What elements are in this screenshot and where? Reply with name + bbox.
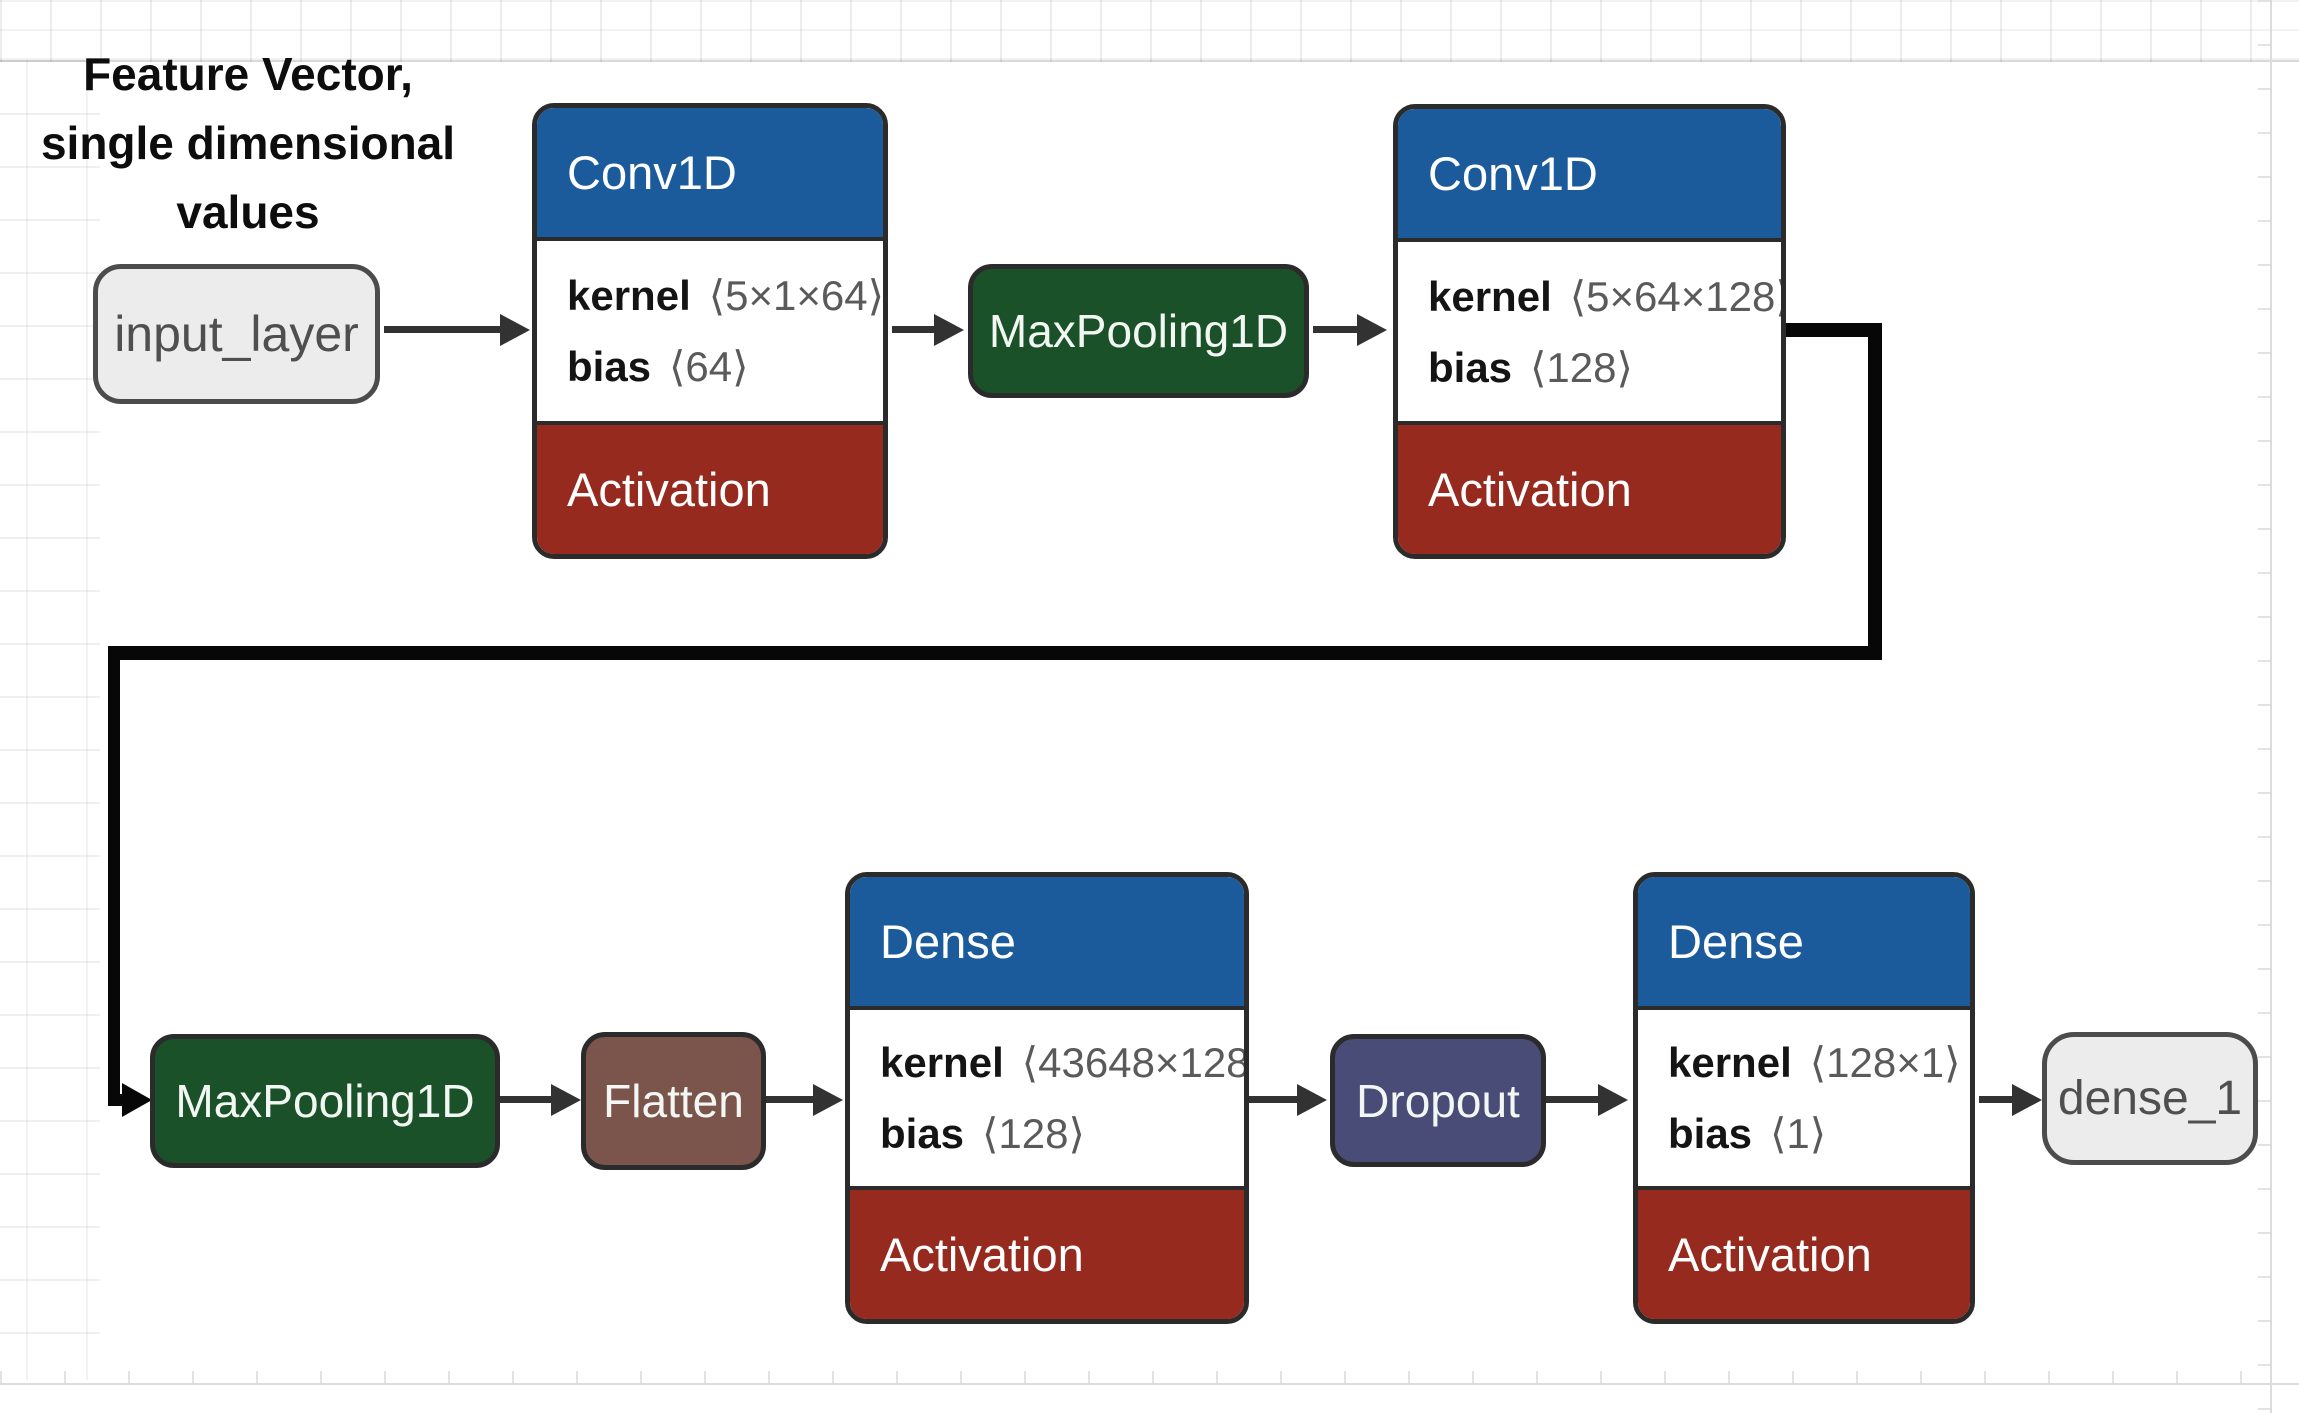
kernel-value: ⟨5×1×64⟩ (708, 272, 885, 319)
conv2-bias-param: bias ⟨128⟩ (1428, 343, 1781, 392)
arrow-conv1-to-maxpool1-head (934, 314, 964, 346)
connector-segment-across (108, 646, 1882, 660)
arrow-input-to-conv1-head (500, 314, 530, 346)
bias-value: ⟨64⟩ (669, 343, 749, 390)
flatten-label: Flatten (603, 1075, 744, 1127)
conv1-params: kernel ⟨5×1×64⟩ bias ⟨64⟩ (537, 241, 883, 421)
node-conv1d-2: Conv1D kernel⟨5×64×128⟩ bias⟨128⟩ Activa… (1393, 104, 1786, 559)
dense2-params: kernel ⟨128×1⟩ bias ⟨1⟩ (1638, 1010, 1970, 1186)
arrow-dense2-to-output-head (2012, 1084, 2042, 1116)
conv1-title: Conv1D (567, 146, 737, 199)
arrow-maxpool1-to-conv2-head (1357, 314, 1387, 346)
connector-segment-right-out (1786, 323, 1882, 337)
annotation-line-1: Feature Vector, (83, 48, 413, 100)
node-input-layer: input_layer (93, 264, 380, 404)
node-dropout: Dropout (1330, 1034, 1546, 1167)
conv1-header: Conv1D (537, 108, 883, 241)
arrow-maxpool2-to-flatten-head (551, 1084, 581, 1116)
arrow-flatten-to-dense1-shaft (766, 1096, 815, 1103)
node-dense-1-output: dense_1 (2042, 1032, 2258, 1165)
background-axis-bottom-ticks (0, 1371, 2299, 1383)
kernel-value: ⟨128×1⟩ (1809, 1039, 1961, 1086)
conv1-bias-param: bias ⟨64⟩ (567, 342, 883, 391)
bias-label: bias (567, 343, 652, 390)
background-grid-top (0, 0, 2299, 62)
maxpool2-label: MaxPooling1D (175, 1075, 475, 1127)
dense1-title: Dense (880, 915, 1016, 968)
arrow-dense2-to-output-shaft (1979, 1096, 2014, 1103)
conv2-activation-label: Activation (1428, 463, 1632, 516)
kernel-value: ⟨43648×128⟩ (1021, 1039, 1249, 1086)
dense2-header: Dense (1638, 877, 1970, 1010)
background-axis-right (2270, 0, 2272, 1413)
conv2-activation: Activation (1398, 421, 1781, 554)
conv1-kernel-param: kernel ⟨5×1×64⟩ (567, 271, 883, 320)
dense1-activation: Activation (850, 1186, 1244, 1319)
dense1-activation-label: Activation (880, 1228, 1084, 1281)
annotation-line-3: values (176, 186, 320, 238)
connector-segment-left-down (108, 646, 120, 1106)
arrow-dropout-to-dense2-shaft (1546, 1096, 1600, 1103)
arrow-conv1-to-maxpool1-shaft (892, 326, 936, 333)
arrow-dense1-to-dropout-shaft (1249, 1096, 1299, 1103)
arrow-dense1-to-dropout-head (1297, 1084, 1327, 1116)
arrow-maxpool2-to-flatten-shaft (500, 1096, 553, 1103)
connector-segment-into-maxpool2 (108, 1094, 126, 1106)
background-axis-bottom (0, 1383, 2299, 1385)
feature-vector-annotation: Feature Vector, single dimensional value… (28, 40, 468, 247)
conv1-activation: Activation (537, 421, 883, 554)
annotation-line-2: single dimensional (40, 117, 456, 169)
bias-value: ⟨128⟩ (982, 1110, 1085, 1157)
bias-value: ⟨128⟩ (1530, 343, 1633, 391)
bias-value: ⟨1⟩ (1770, 1110, 1827, 1157)
conv2-header: Conv1D (1398, 109, 1781, 242)
dense1-kernel-param: kernel⟨43648×128⟩ (880, 1038, 1244, 1087)
node-maxpooling1d-1: MaxPooling1D (968, 264, 1309, 398)
conv1-activation-label: Activation (567, 463, 771, 516)
arrow-input-to-conv1-shaft (384, 326, 502, 333)
kernel-value: ⟨5×64×128⟩ (1569, 272, 1786, 320)
connector-arrow-head (122, 1083, 152, 1117)
dense2-activation-label: Activation (1668, 1228, 1872, 1281)
node-conv1d-1: Conv1D kernel ⟨5×1×64⟩ bias ⟨64⟩ Activatio… (532, 103, 888, 559)
maxpool1-label: MaxPooling1D (988, 305, 1289, 357)
arrow-flatten-to-dense1-head (813, 1084, 843, 1116)
node-dense-1: Dense kernel⟨43648×128⟩ bias⟨128⟩ Activa… (845, 872, 1249, 1324)
dense2-title: Dense (1668, 915, 1804, 968)
dense1-bias-param: bias ⟨128⟩ (880, 1109, 1244, 1158)
kernel-label: kernel (1428, 272, 1552, 320)
bias-label: bias (880, 1110, 965, 1157)
dropout-label: Dropout (1356, 1074, 1520, 1127)
kernel-label: kernel (567, 272, 691, 319)
arrow-maxpool1-to-conv2-shaft (1313, 326, 1359, 333)
node-flatten: Flatten (581, 1032, 766, 1170)
arrow-dropout-to-dense2-head (1598, 1084, 1628, 1116)
conv2-kernel-param: kernel⟨5×64×128⟩ (1428, 272, 1781, 321)
dense2-bias-param: bias ⟨1⟩ (1668, 1109, 1970, 1158)
input-layer-label: input_layer (114, 306, 359, 362)
bias-label: bias (1668, 1110, 1753, 1157)
node-maxpooling1d-2: MaxPooling1D (150, 1034, 500, 1168)
kernel-label: kernel (1668, 1039, 1792, 1086)
background-axis-right-ticks (2258, 0, 2270, 1413)
dense2-kernel-param: kernel ⟨128×1⟩ (1668, 1038, 1970, 1087)
connector-segment-right-down (1868, 323, 1882, 660)
background-grid-left (0, 60, 100, 1380)
dense1-params: kernel⟨43648×128⟩ bias ⟨128⟩ (850, 1010, 1244, 1186)
bias-label: bias (1428, 343, 1513, 391)
node-dense-2: Dense kernel ⟨128×1⟩ bias ⟨1⟩ Activation (1633, 872, 1975, 1324)
kernel-label: kernel (880, 1039, 1004, 1086)
output-label: dense_1 (2057, 1072, 2243, 1125)
conv2-params: kernel⟨5×64×128⟩ bias ⟨128⟩ (1398, 242, 1781, 421)
dense2-activation: Activation (1638, 1186, 1970, 1319)
dense1-header: Dense (850, 877, 1244, 1010)
conv2-title: Conv1D (1428, 147, 1598, 200)
